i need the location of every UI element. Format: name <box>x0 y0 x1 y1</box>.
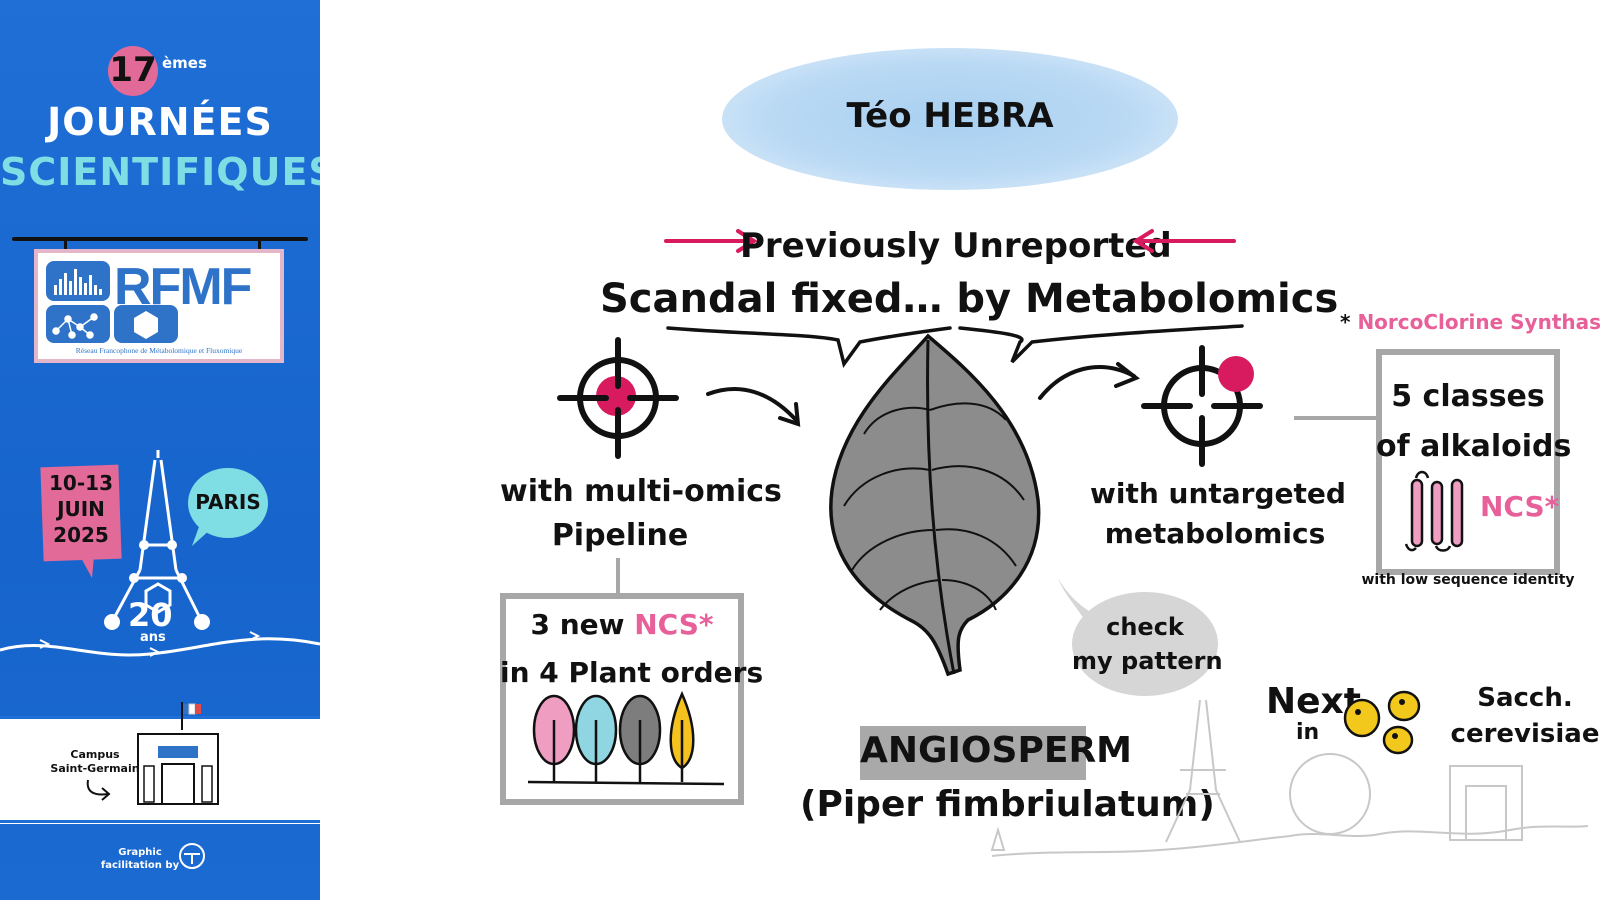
eiffel-tower-icon <box>104 450 210 630</box>
right-label-line2: metabolomics <box>1104 517 1326 550</box>
date-month: JUIN <box>57 497 105 521</box>
headline-line2: Scandal fixed… by Metabolomics <box>600 276 1339 322</box>
curved-arrow-icon <box>86 779 111 801</box>
facilitator-logo-icon <box>179 843 205 869</box>
pattern-line2: my pattern <box>1072 647 1223 675</box>
connector-line <box>1294 416 1378 420</box>
band-line <box>0 820 320 823</box>
spectrum-tile <box>46 261 110 301</box>
headline-line1: Previously Unreported <box>740 226 1172 266</box>
curved-arrow-icon <box>706 387 801 427</box>
edition-badge <box>108 46 158 96</box>
network-icon <box>52 313 98 339</box>
right-box-line2: of alkaloids <box>1376 429 1572 464</box>
university-building-icon <box>137 702 219 805</box>
leaf-icon <box>829 333 1041 677</box>
right-box-line1: 5 classes <box>1391 379 1545 414</box>
leaf-species: (Piper fimbriulatum) <box>800 784 1215 825</box>
date-year: 2025 <box>53 523 109 547</box>
pattern-text: check my pattern <box>1072 610 1223 678</box>
pattern-line1: check <box>1106 613 1184 641</box>
right-label: with untargeted metabolomics <box>1090 474 1346 554</box>
edition-number: 17 <box>109 50 157 90</box>
left-box-number: 3 <box>530 608 550 641</box>
wavy-path <box>0 631 320 657</box>
hexagon-icon <box>134 311 158 339</box>
event-sidebar: 17 èmes JOURNÉES SCIENTIFIQUES <box>0 0 320 900</box>
left-label-line2: Pipeline <box>551 518 689 553</box>
campus-label: Campus Saint-Germain <box>50 748 140 776</box>
event-title-line1: JOURNÉES <box>47 100 273 144</box>
ncs-footnote-star: * <box>1340 310 1351 334</box>
logo-acronym: RFMF <box>114 258 252 316</box>
logo-subtitle: Réseau Francophone de Métabolomique et F… <box>75 346 243 355</box>
right-label-line1: with untargeted <box>1090 477 1346 510</box>
left-result-box <box>500 593 744 805</box>
event-title-line2: SCIENTIFIQUES <box>0 150 320 194</box>
spectrum-icon <box>54 269 102 295</box>
date-days: 10-13 <box>49 471 113 495</box>
city-label: PARIS <box>195 490 261 514</box>
left-box-new: new <box>559 608 625 641</box>
crosshair-miss-icon <box>1141 345 1263 467</box>
paris-doodle <box>990 699 1589 857</box>
date-text: 10-13 JUIN 2025 <box>42 470 120 548</box>
hexagon-tile <box>114 305 178 343</box>
credit-line2: facilitation by <box>100 860 180 871</box>
speech-brace <box>666 324 1244 369</box>
edition-suffix: èmes <box>162 54 207 72</box>
curved-arrow-icon <box>1038 362 1140 400</box>
city-bubble-tail <box>192 524 212 546</box>
pattern-bubble-tail <box>1058 578 1098 622</box>
date-sign-tail <box>80 556 94 578</box>
ncs-footnote-text: NorcoClorine Synthase <box>1357 310 1600 334</box>
left-box-line1: 3 new NCS* <box>500 608 744 641</box>
pattern-bubble <box>1072 592 1218 696</box>
credit-label: Graphic facilitation by <box>100 846 180 872</box>
credit-line1: Graphic <box>118 847 162 858</box>
speaker-name: Téo HEBRA <box>846 96 1054 136</box>
connector-line <box>616 558 620 594</box>
organism-line2: cerevisiae <box>1450 719 1600 749</box>
name-cloud <box>722 48 1178 190</box>
right-box-text: 5 classes of alkaloids <box>1376 372 1572 472</box>
campus-line2: Saint-Germain <box>50 762 140 775</box>
sign-rod <box>12 237 308 241</box>
ncs-footnote: * NorcoClorine Synthase <box>1340 310 1600 334</box>
right-arrow-icon <box>664 229 758 253</box>
campus-line1: Campus <box>70 748 120 761</box>
left-label-line1: with multi-omics <box>500 474 782 509</box>
leaf-label-tag <box>860 726 1086 780</box>
right-box-ncs: NCS* <box>1480 490 1560 523</box>
right-result-box <box>1376 349 1560 575</box>
crosshair-hit-icon <box>557 337 679 459</box>
right-box-footer: with low sequence identity <box>1361 572 1575 588</box>
sign-hook <box>258 237 261 253</box>
left-box-ncs: NCS* <box>634 608 714 641</box>
band-line <box>0 716 320 719</box>
organism-line1: Sacch. <box>1477 683 1573 713</box>
anniversary-unit: ans <box>140 630 166 645</box>
rfmf-logo: RFMF Réseau Francophone de Métabolomique… <box>34 249 284 363</box>
left-box-line2: in 4 Plant orders <box>500 656 764 689</box>
left-arrow-icon <box>1132 229 1236 253</box>
organism-label: Sacch. cerevisiae <box>1450 680 1600 752</box>
in-label: in <box>1296 720 1320 745</box>
yeast-cells-icon <box>1343 690 1421 755</box>
anniversary-number: 20 <box>128 596 173 634</box>
trees-icon <box>527 690 725 786</box>
sign-hook <box>64 237 67 253</box>
network-tile <box>46 305 110 343</box>
left-label: with multi-omics Pipeline <box>500 470 782 558</box>
protein-structure-icon <box>1404 470 1464 552</box>
